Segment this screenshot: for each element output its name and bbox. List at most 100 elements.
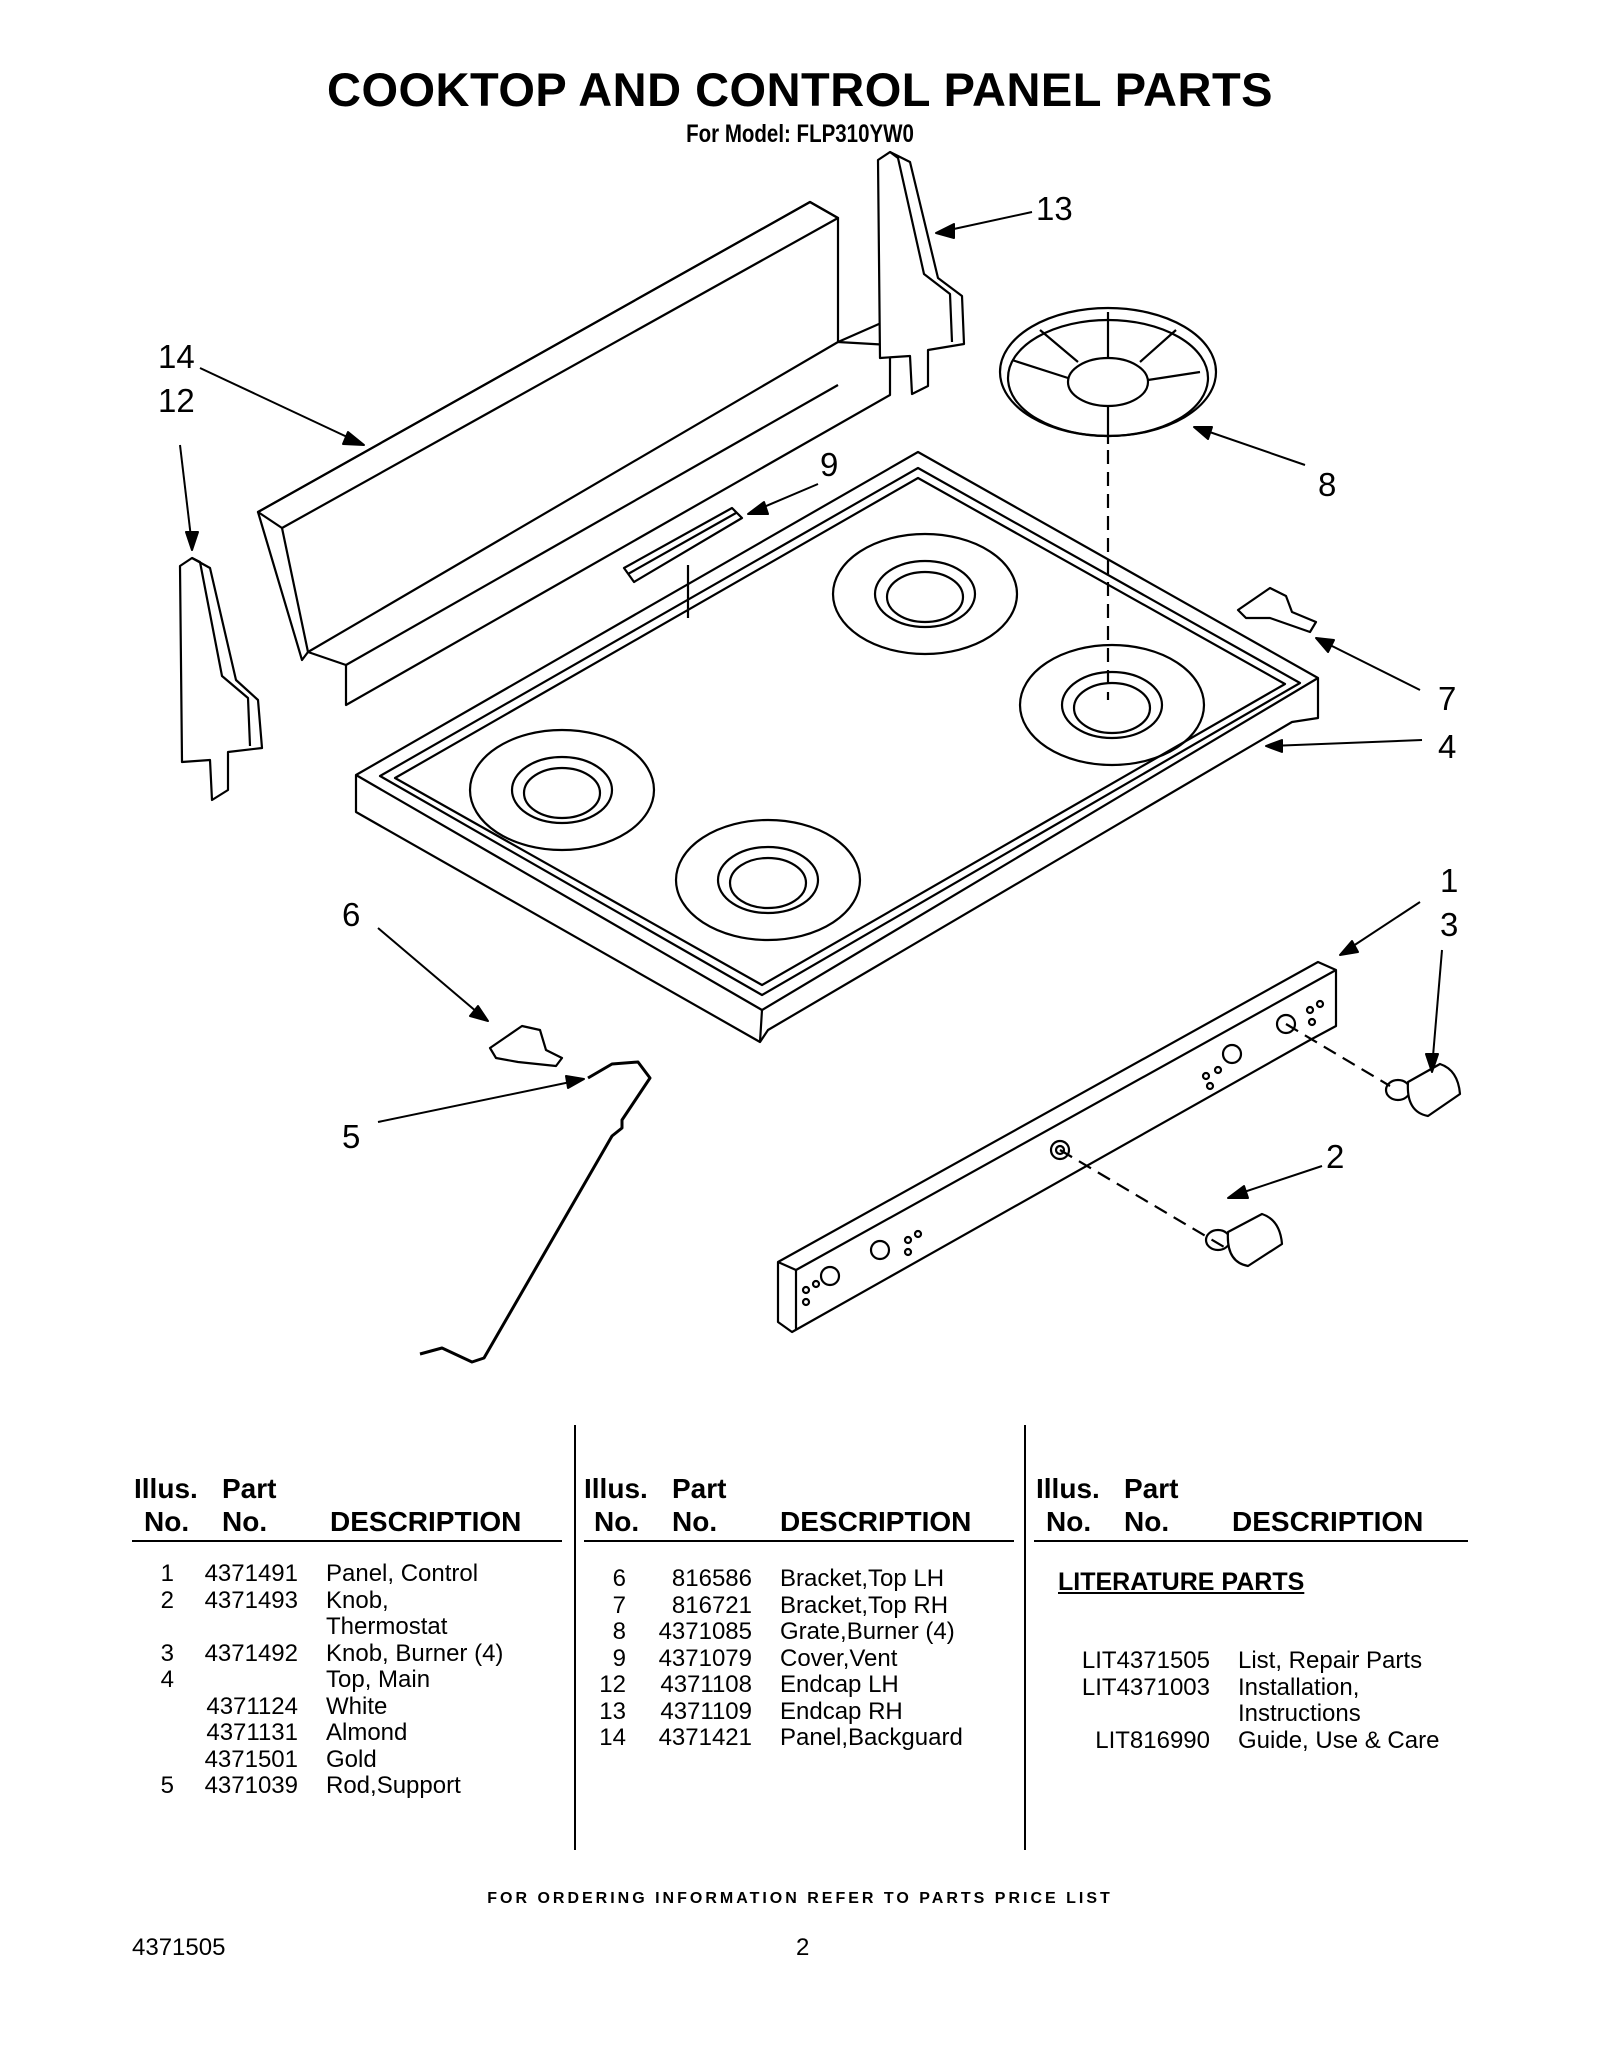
burner-rear-left	[831, 532, 1019, 656]
header-illus-no: No.	[1046, 1506, 1092, 1537]
callout-14: 14	[158, 338, 195, 375]
header-rule	[584, 1540, 1014, 1542]
part-number: 4371421	[658, 1724, 752, 1751]
part-description: Endcap RH	[780, 1697, 903, 1725]
cooktop-main-top	[354, 450, 1320, 1044]
illus-number: 14	[599, 1724, 626, 1751]
part-description: Cover,Vent	[780, 1644, 898, 1672]
part-description: Knob, Burner (4)	[326, 1639, 504, 1667]
illus-number: 9	[612, 1644, 626, 1672]
header-rule	[1034, 1540, 1468, 1542]
part-description: Gold	[326, 1745, 377, 1773]
column-divider	[574, 1425, 576, 1850]
header-part: Part	[1124, 1473, 1179, 1504]
illus-number: 4	[160, 1666, 174, 1693]
callout-7: 7	[1438, 680, 1457, 717]
header-description: DESCRIPTION	[330, 1506, 522, 1537]
header-rule	[132, 1540, 562, 1542]
part-number: 4371039	[204, 1772, 298, 1799]
model-subtitle: For Model: FLP310YW0	[686, 120, 914, 148]
part-number: 816721	[671, 1591, 752, 1619]
header-part-no: No.	[1124, 1506, 1170, 1537]
header-part: Part	[222, 1473, 277, 1504]
callout-3: 3	[1440, 906, 1459, 943]
part-description: White	[326, 1692, 388, 1720]
leader-arrows	[179, 211, 1443, 1199]
literature-title: LITERATURE PARTS	[1058, 1568, 1305, 1596]
callout-6: 6	[342, 896, 361, 933]
illus-number: 5	[160, 1772, 174, 1799]
header-illus-no: No.	[144, 1506, 190, 1537]
callout-2: 2	[1326, 1138, 1345, 1175]
part-description: Thermostat	[326, 1613, 448, 1640]
part-number: 4371124	[206, 1692, 298, 1720]
part-number: 4371131	[206, 1719, 298, 1746]
callout-1: 1	[1440, 862, 1459, 899]
part-description: List, Repair Parts	[1238, 1647, 1423, 1674]
illus-number: 2	[160, 1586, 174, 1614]
callout-8: 8	[1318, 466, 1337, 503]
bracket-top-rh	[1236, 586, 1318, 634]
header-description: DESCRIPTION	[780, 1506, 972, 1537]
callout-4: 4	[1438, 728, 1457, 765]
part-number: 4371085	[658, 1618, 752, 1645]
knob-thermostat	[1204, 1212, 1284, 1268]
part-number: LIT4371003	[1081, 1673, 1210, 1701]
vent-cover	[622, 506, 744, 618]
document-number: 4371505	[132, 1934, 226, 1961]
part-description: Bracket,Top LH	[780, 1565, 945, 1592]
part-description: Top, Main	[326, 1666, 431, 1693]
ordering-note: FOR ORDERING INFORMATION REFER TO PARTS …	[487, 1890, 1113, 1907]
column-divider	[1024, 1425, 1026, 1850]
header-illus-no: No.	[594, 1506, 640, 1537]
part-number: 4371079	[658, 1644, 752, 1672]
part-description: Rod,Support	[326, 1772, 461, 1799]
exploded-parts-diagram	[178, 150, 1462, 1364]
header-illus: Illus.	[584, 1473, 648, 1504]
illus-number: 3	[160, 1639, 174, 1667]
part-number: LIT4371505	[1081, 1647, 1210, 1674]
knob-burner	[1384, 1062, 1462, 1118]
illus-number: 1	[160, 1560, 174, 1587]
part-number: 4371109	[660, 1697, 752, 1725]
endcap-rh	[876, 150, 966, 396]
header-illus: Illus.	[1036, 1473, 1100, 1504]
burner-front-right	[674, 818, 862, 942]
endcap-lh	[178, 556, 264, 802]
header-part: Part	[672, 1473, 727, 1504]
part-number: 4371492	[204, 1639, 298, 1667]
part-description: Endcap LH	[780, 1671, 899, 1698]
illus-number: 13	[599, 1697, 626, 1725]
part-number: 4371493	[204, 1586, 298, 1614]
part-description: Bracket,Top RH	[780, 1591, 949, 1619]
burner-rear-right	[1018, 643, 1206, 767]
illus-number: 8	[612, 1618, 626, 1645]
part-number: 4371108	[660, 1671, 752, 1698]
support-rod	[419, 1060, 652, 1364]
part-number: 4371491	[204, 1560, 298, 1587]
header-illus: Illus.	[134, 1473, 198, 1504]
part-description: Panel,Backguard	[780, 1724, 963, 1751]
callout-13: 13	[1036, 190, 1073, 227]
header-part-no: No.	[672, 1506, 718, 1537]
burner-grate	[998, 306, 1218, 700]
part-number: 4371501	[204, 1745, 298, 1773]
part-number: LIT816990	[1095, 1726, 1210, 1754]
illus-number: 12	[599, 1671, 626, 1698]
part-description: Instructions	[1238, 1700, 1361, 1727]
part-description: Guide, Use & Care	[1238, 1726, 1440, 1754]
part-description: Panel, Control	[326, 1560, 479, 1587]
part-number: 816586	[671, 1565, 752, 1592]
burner-front-left	[468, 728, 656, 852]
part-description: Almond	[326, 1719, 408, 1746]
control-panel	[776, 960, 1391, 1334]
header-part-no: No.	[222, 1506, 268, 1537]
part-description: Knob,	[326, 1586, 389, 1614]
callout-5: 5	[342, 1118, 361, 1155]
page-number: 2	[796, 1934, 810, 1961]
part-description: Installation,	[1238, 1673, 1360, 1701]
callout-9: 9	[820, 446, 839, 483]
illus-number: 6	[612, 1565, 626, 1592]
bracket-top-lh	[488, 1024, 564, 1068]
part-description: Grate,Burner (4)	[780, 1618, 955, 1645]
